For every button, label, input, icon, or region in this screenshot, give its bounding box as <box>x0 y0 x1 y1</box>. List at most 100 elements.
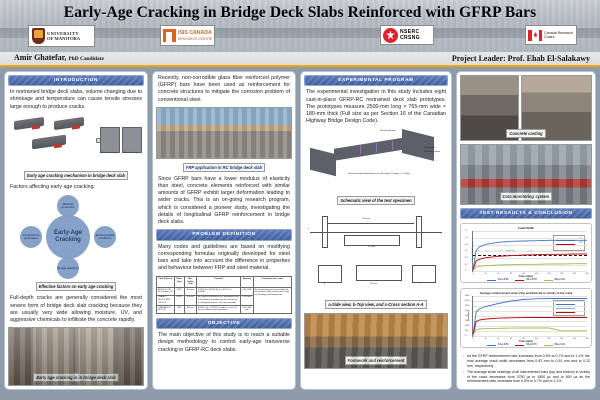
legend-swatch <box>515 279 525 282</box>
schematic-bar-1 <box>360 145 362 155</box>
section-header-introduction: INTRODUCTION <box>8 75 144 87</box>
x-axis-tick: 160 <box>572 338 576 341</box>
th-spacing: Spacing <box>240 276 254 288</box>
y-axis-tick: 0.8 <box>465 243 468 246</box>
legend-item: S1-ρ:0.50 <box>487 344 508 346</box>
column-problem-objective: Recently, non-corrodible glass fiber rei… <box>152 71 296 390</box>
gfrp-paragraph-1: Recently, non-corrodible glass fiber rei… <box>158 75 290 103</box>
chart1-xlabel: Times (days) <box>519 276 533 279</box>
series-line <box>473 240 587 271</box>
label-after-shrinkage: After shrinkage <box>123 151 139 154</box>
caption-cracking-mechanism: Early age cracking mechanism in bridge d… <box>23 170 129 180</box>
uofm-line1: UNIVERSITY <box>47 31 79 36</box>
logo-strip: UNIVERSITY OF MANITOBA ISIS CANADA RESOU… <box>0 25 600 47</box>
figure-cracking-mechanism: Before shrinkage After shrinkage <box>8 115 144 166</box>
series-line <box>473 253 587 271</box>
author-role-text: PhD Candidate <box>68 56 104 62</box>
crest-icon <box>32 28 45 44</box>
check-icon: ✓ <box>462 370 466 375</box>
series-line <box>473 317 587 336</box>
poster-columns: INTRODUCTION In restrained bridge deck s… <box>0 67 600 394</box>
legend-label: S3-ρ:1.10 <box>554 344 565 347</box>
y-axis-tick: 2000 <box>465 315 470 318</box>
header-background-image <box>0 0 600 52</box>
x-axis-tick: 140 <box>560 273 564 276</box>
photo-bridge-deck-cracking: Early age cracking in in bridge deck sla… <box>8 327 144 386</box>
x-axis-tick: 180 <box>585 338 589 341</box>
schematic-end-block-right <box>402 129 434 162</box>
nserc-line2: CRSNG <box>400 35 421 41</box>
schematic-label-top: Restrained frame <box>380 130 396 133</box>
bubble-material-properties: Material properties <box>57 195 79 218</box>
legend-swatch <box>487 279 497 282</box>
conclusion-bullets: ✓ As the GFRP reinforcement ratio increa… <box>462 354 590 386</box>
drawing-dim-length: 2500 mm <box>362 218 371 221</box>
drawing-dim-width: 765 mm <box>368 246 376 249</box>
objective-paragraph: The main objective of this study is to r… <box>158 332 290 353</box>
section-title-introduction: INTRODUCTION <box>54 78 98 84</box>
drawing-top-view <box>344 235 400 247</box>
td-rebar: FRP <box>173 304 185 314</box>
block-before-shrinkage <box>100 126 120 153</box>
drawing-section-right <box>412 265 436 284</box>
legend-item: S2-ρ:0.70 <box>515 279 537 282</box>
series-layer <box>473 298 587 337</box>
y-axis-tick: 4000 <box>465 295 470 298</box>
x-axis-tick: 40 <box>497 338 500 341</box>
drawing-dim-line <box>328 223 414 224</box>
x-axis-tick: 180 <box>585 273 589 276</box>
x-axis-tick: 40 <box>497 273 500 276</box>
y-axis-tick: 3000 <box>465 305 470 308</box>
y-axis-tick: 0.6 <box>465 250 468 253</box>
conclusion-text-2: The average strain readings of all instr… <box>467 370 590 384</box>
caption-specimen-schematic: Schematic view of the test specimen <box>337 196 415 206</box>
caption-effective-factors: Effective factors on early age cracking <box>35 282 117 292</box>
section-title-problem-definition: PROBLEM DEFINITION <box>192 232 256 238</box>
problem-paragraph: Many codes and guidelines are based on m… <box>158 243 290 272</box>
table-header-row: Code (Clause) Rebar Type Min. and/or rat… <box>156 276 293 288</box>
schematic-bar-3 <box>392 141 394 151</box>
nserc-line1: NSERC <box>400 29 420 35</box>
legend-label: S2-ρ:0.70 <box>526 344 537 347</box>
schematic-bar-2 <box>376 143 378 153</box>
canada-research-chairs-logo: Canada Research Chairs <box>525 25 577 45</box>
photo-data-monitoring: Data monitoring system <box>460 144 592 206</box>
td-ratio: A s,min <box>183 286 197 296</box>
x-axis-tick: 0 <box>472 338 474 341</box>
x-axis-tick: 20 <box>484 273 487 276</box>
canada-flag-icon <box>528 29 542 41</box>
legend-item: S3-ρ:1.10 <box>543 344 565 347</box>
x-axis-tick: 20 <box>484 338 487 341</box>
td-spacing: ≤250 mm <box>240 294 254 306</box>
author-name-text: Amir Ghatefar, <box>14 53 67 62</box>
check-icon: ✓ <box>462 354 466 359</box>
isis-logo-text: ISIS CANADA RESOURCE CENTRE <box>178 30 212 42</box>
td-comments: No requirement has are available for the… <box>252 286 293 314</box>
td-code: CSA-S806-12 (8.4.3.3) <box>156 304 175 314</box>
uofm-line2: OF MANITOBA <box>47 36 81 41</box>
inset2-line-1 <box>556 304 575 306</box>
x-axis-tick: 80 <box>522 338 525 341</box>
x-axis-tick: 0 <box>472 273 474 276</box>
td-rebar: FRP <box>173 286 185 296</box>
legend-label: S1-ρ:0.50 <box>498 344 509 347</box>
x-axis-tick: 160 <box>572 273 576 276</box>
crc-logo-text: Canada Research Chairs <box>544 31 573 40</box>
section-title-results: TEST RESAULTS & CONCLUSION <box>479 211 573 217</box>
y-axis-tick: 2500 <box>465 310 470 313</box>
caption-deck-cracking: Early age cracking in in bridge deck sla… <box>33 373 119 382</box>
schematic-label-note: Restrain tendon embeded into the slab le… <box>348 173 410 176</box>
th-formula: Formula <box>195 276 242 288</box>
td-code: CSA/ACI 440.1R 2006 (10.4.4.1) <box>156 294 175 306</box>
y-axis-tick: 3500 <box>465 300 470 303</box>
drawing-end-left <box>322 216 328 249</box>
series-line <box>473 263 587 272</box>
chart1-inset-legend: PR 1 PR 2 <box>553 235 585 252</box>
inset-label-2: PR 2 <box>579 242 583 245</box>
slab-diagram-3 <box>32 134 66 150</box>
intro-paragraph-1: In restrained bridge deck slabs, volume … <box>10 89 142 110</box>
td-spacing: ≤3h ≤500 <box>240 286 254 296</box>
drawing-section-mid <box>356 265 402 282</box>
legend-label: S2-ρ:0.70 <box>526 279 537 282</box>
